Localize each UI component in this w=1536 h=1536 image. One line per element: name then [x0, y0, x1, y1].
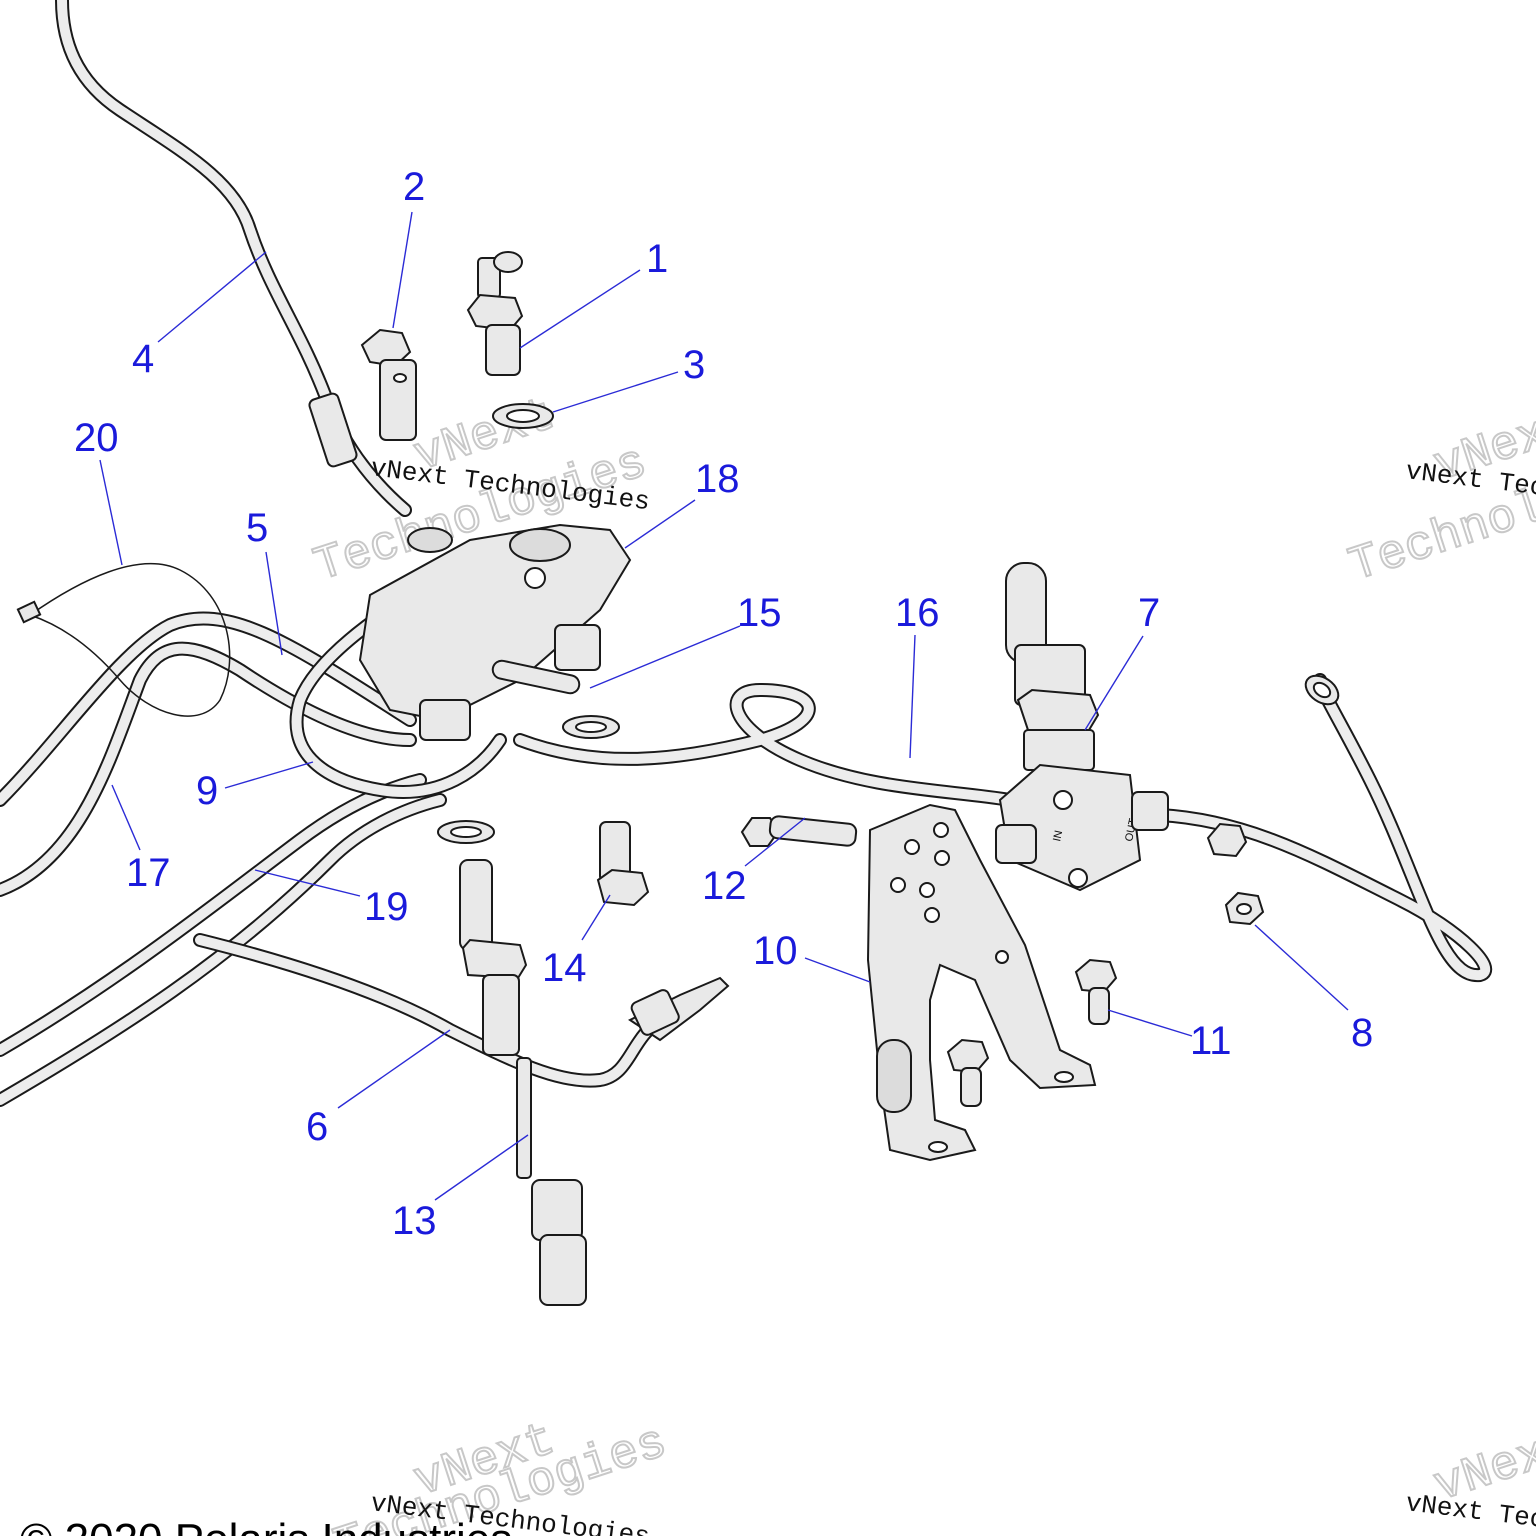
valve-in-label: IN: [1051, 829, 1065, 842]
callout-20[interactable]: 20: [74, 416, 119, 460]
leader-11: [1107, 1009, 1193, 1037]
leader-4: [157, 251, 267, 343]
callout-13[interactable]: 13: [392, 1199, 437, 1243]
callout-10[interactable]: 10: [753, 929, 798, 973]
leader-12: [744, 817, 806, 867]
leader-13: [434, 1134, 529, 1201]
leader-15: [589, 625, 741, 689]
callout-5[interactable]: 5: [246, 506, 268, 550]
copyright-text: © 2020 Polaris Industries: [20, 1515, 512, 1536]
callout-18[interactable]: 18: [695, 457, 740, 501]
callout-9[interactable]: 9: [196, 769, 218, 813]
leader-8: [1254, 924, 1349, 1011]
leader-19: [254, 869, 361, 897]
leader-17: [111, 784, 141, 851]
callout-8[interactable]: 8: [1351, 1011, 1373, 1055]
leader-6: [337, 1029, 451, 1109]
callout-14[interactable]: 14: [542, 946, 587, 990]
components: IN OUT: [358, 251, 1265, 1306]
callout-17[interactable]: 17: [126, 851, 171, 895]
callout-11[interactable]: 11: [1190, 1019, 1232, 1063]
leader-5: [265, 551, 283, 656]
callout-6[interactable]: 6: [306, 1105, 328, 1149]
leader-16: [909, 634, 916, 759]
leader-10: [804, 957, 871, 983]
callout-1[interactable]: 1: [646, 237, 668, 281]
leader-9: [224, 761, 314, 789]
leader-lines: [99, 211, 1349, 1201]
leader-20: [99, 459, 123, 566]
leader-7: [1084, 635, 1144, 731]
callout-15[interactable]: 15: [737, 591, 782, 635]
leader-1: [519, 269, 641, 349]
leader-3: [552, 371, 679, 413]
leader-14: [581, 894, 611, 941]
brake-lines: [0, 0, 1493, 1107]
callout-numbers: 1 2 3 4 5 6 7 8 9 10 11 12 13 14 15 16 1…: [74, 165, 1373, 1243]
callout-3[interactable]: 3: [683, 343, 705, 387]
callout-16[interactable]: 16: [895, 591, 940, 635]
watermark-small-4: vNext Technologies: [1404, 1488, 1536, 1536]
callout-19[interactable]: 19: [364, 885, 409, 929]
callout-4[interactable]: 4: [132, 337, 154, 381]
callout-12[interactable]: 12: [702, 864, 747, 908]
callout-7[interactable]: 7: [1138, 591, 1160, 635]
leader-2: [392, 211, 413, 329]
leader-18: [624, 499, 696, 549]
callout-2[interactable]: 2: [403, 165, 425, 209]
